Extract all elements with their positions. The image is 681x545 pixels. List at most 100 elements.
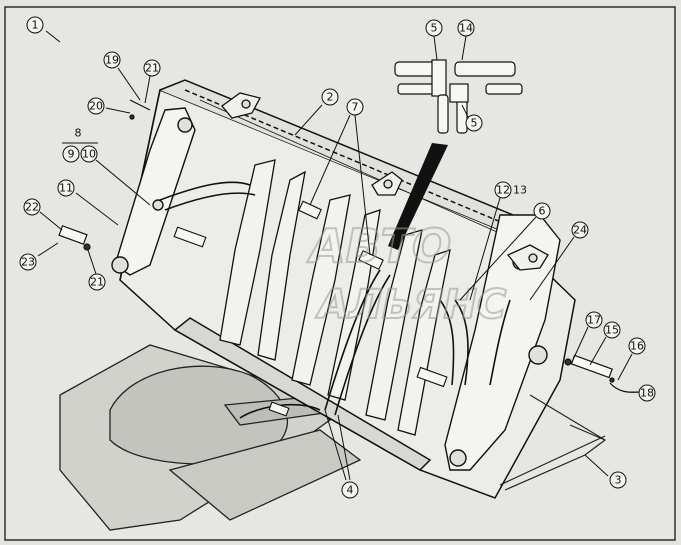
callout-label: 11 — [59, 182, 73, 195]
callout-label: 22 — [25, 201, 39, 214]
callout-label: 13 — [513, 184, 527, 197]
leader-line-c19 — [117, 67, 141, 101]
callout-c14: 14 — [457, 19, 475, 37]
callout-label: 6 — [539, 205, 546, 218]
leader-line-c21a — [144, 75, 151, 104]
callout-label: 23 — [21, 256, 35, 269]
callout-circle — [609, 471, 627, 489]
leader-line-c5b — [461, 104, 469, 118]
leader-line-c7 — [354, 114, 371, 256]
leader-line-c11 — [75, 192, 119, 226]
callout-circle — [88, 273, 106, 291]
callout-c17: 17 — [585, 311, 603, 329]
callout-c22: 22 — [23, 198, 41, 216]
callout-circle — [571, 221, 589, 239]
callout-c1: 1 — [26, 16, 44, 34]
callout-circle — [457, 19, 475, 37]
callout-c18: 18 — [638, 384, 656, 402]
callout-label: 20 — [89, 100, 103, 113]
inset-detail — [394, 59, 523, 134]
watermark-line1: АВТО — [307, 219, 451, 273]
callout-c13: 13 — [513, 184, 527, 197]
callout-c23: 23 — [19, 253, 37, 271]
callout-c10: 10 — [80, 145, 98, 163]
callout-circle — [19, 253, 37, 271]
callout-c6: 6 — [533, 202, 551, 220]
leader-line-c10 — [95, 159, 151, 206]
callout-label: 5 — [431, 22, 438, 35]
callout-c11: 11 — [57, 179, 75, 197]
callout-label: 24 — [573, 224, 587, 237]
callout-circle — [585, 311, 603, 329]
bucket-ribs — [219, 159, 451, 436]
callout-circle — [143, 59, 161, 77]
callout-c9: 9 — [62, 145, 80, 163]
callout-circle — [533, 202, 551, 220]
pin-left — [58, 99, 151, 251]
callout-circle — [346, 98, 364, 116]
callout-label: 14 — [459, 22, 473, 35]
callout-c2: 2 — [321, 88, 339, 106]
callout-label: 4 — [347, 484, 354, 497]
callout-label: 12 — [496, 184, 510, 197]
leader-line-c6 — [459, 216, 537, 301]
callout-circle — [341, 481, 359, 499]
callout-c12: 12 — [494, 181, 512, 199]
callout-circle — [103, 51, 121, 69]
detail-pointer — [388, 143, 448, 250]
callout-circle — [26, 16, 44, 34]
callout-label: 7 — [352, 101, 359, 114]
leader-line-c2 — [294, 104, 323, 136]
callout-c4: 4 — [341, 481, 359, 499]
callout-c19: 19 — [103, 51, 121, 69]
machine-body — [59, 344, 362, 531]
callout-label: 8 — [75, 127, 82, 140]
callout-circle — [57, 179, 75, 197]
callout-circle — [603, 321, 621, 339]
leader-line-c3 — [584, 454, 609, 477]
leader-line-c21b — [87, 249, 97, 275]
callout-circle — [23, 198, 41, 216]
leader-line-c12 — [469, 197, 501, 301]
callout-c16: 16 — [628, 337, 646, 355]
callout-label: 18 — [640, 387, 654, 400]
leader-line-c15 — [589, 336, 607, 366]
leader-line-c24 — [529, 236, 575, 301]
leader-line-c22 — [39, 211, 63, 231]
callout-label: 16 — [630, 340, 644, 353]
leader-line-c20 — [105, 107, 131, 114]
callout-label: 9 — [68, 148, 75, 161]
callout-c21a: 21 — [143, 59, 161, 77]
watermark: АВТО АЛЬЯНС — [306, 218, 507, 329]
callout-label: 15 — [605, 324, 619, 337]
callout-circle — [62, 145, 80, 163]
callout-label: 2 — [327, 91, 334, 104]
callout-circle — [87, 97, 105, 115]
leader-line-c7 — [309, 114, 351, 206]
callout-circle — [638, 384, 656, 402]
callout-label: 21 — [145, 62, 159, 75]
callout-c20: 20 — [87, 97, 105, 115]
callout-label: 19 — [105, 54, 119, 67]
callout-label: 1 — [32, 19, 39, 32]
callout-circle — [80, 145, 98, 163]
ground-lines — [499, 394, 607, 491]
watermark-line2: АЛЬЯНС — [315, 282, 506, 328]
leader-line-c4 — [324, 409, 347, 481]
bucket-ears — [221, 92, 549, 271]
callout-circle — [494, 181, 512, 199]
leader-line-c23 — [37, 242, 59, 257]
callout-c5b: 5 — [465, 114, 483, 132]
callout-c21b: 21 — [88, 273, 106, 291]
callout-label: 10 — [82, 148, 96, 161]
callout-c15: 15 — [603, 321, 621, 339]
callout-label: 21 — [90, 276, 104, 289]
callout-circle — [628, 337, 646, 355]
callout-label: 5 — [471, 117, 478, 130]
callout-label: 17 — [587, 314, 601, 327]
callout-label: 3 — [615, 474, 622, 487]
leader-line-c4 — [337, 414, 351, 481]
callout-c24: 24 — [571, 221, 589, 239]
